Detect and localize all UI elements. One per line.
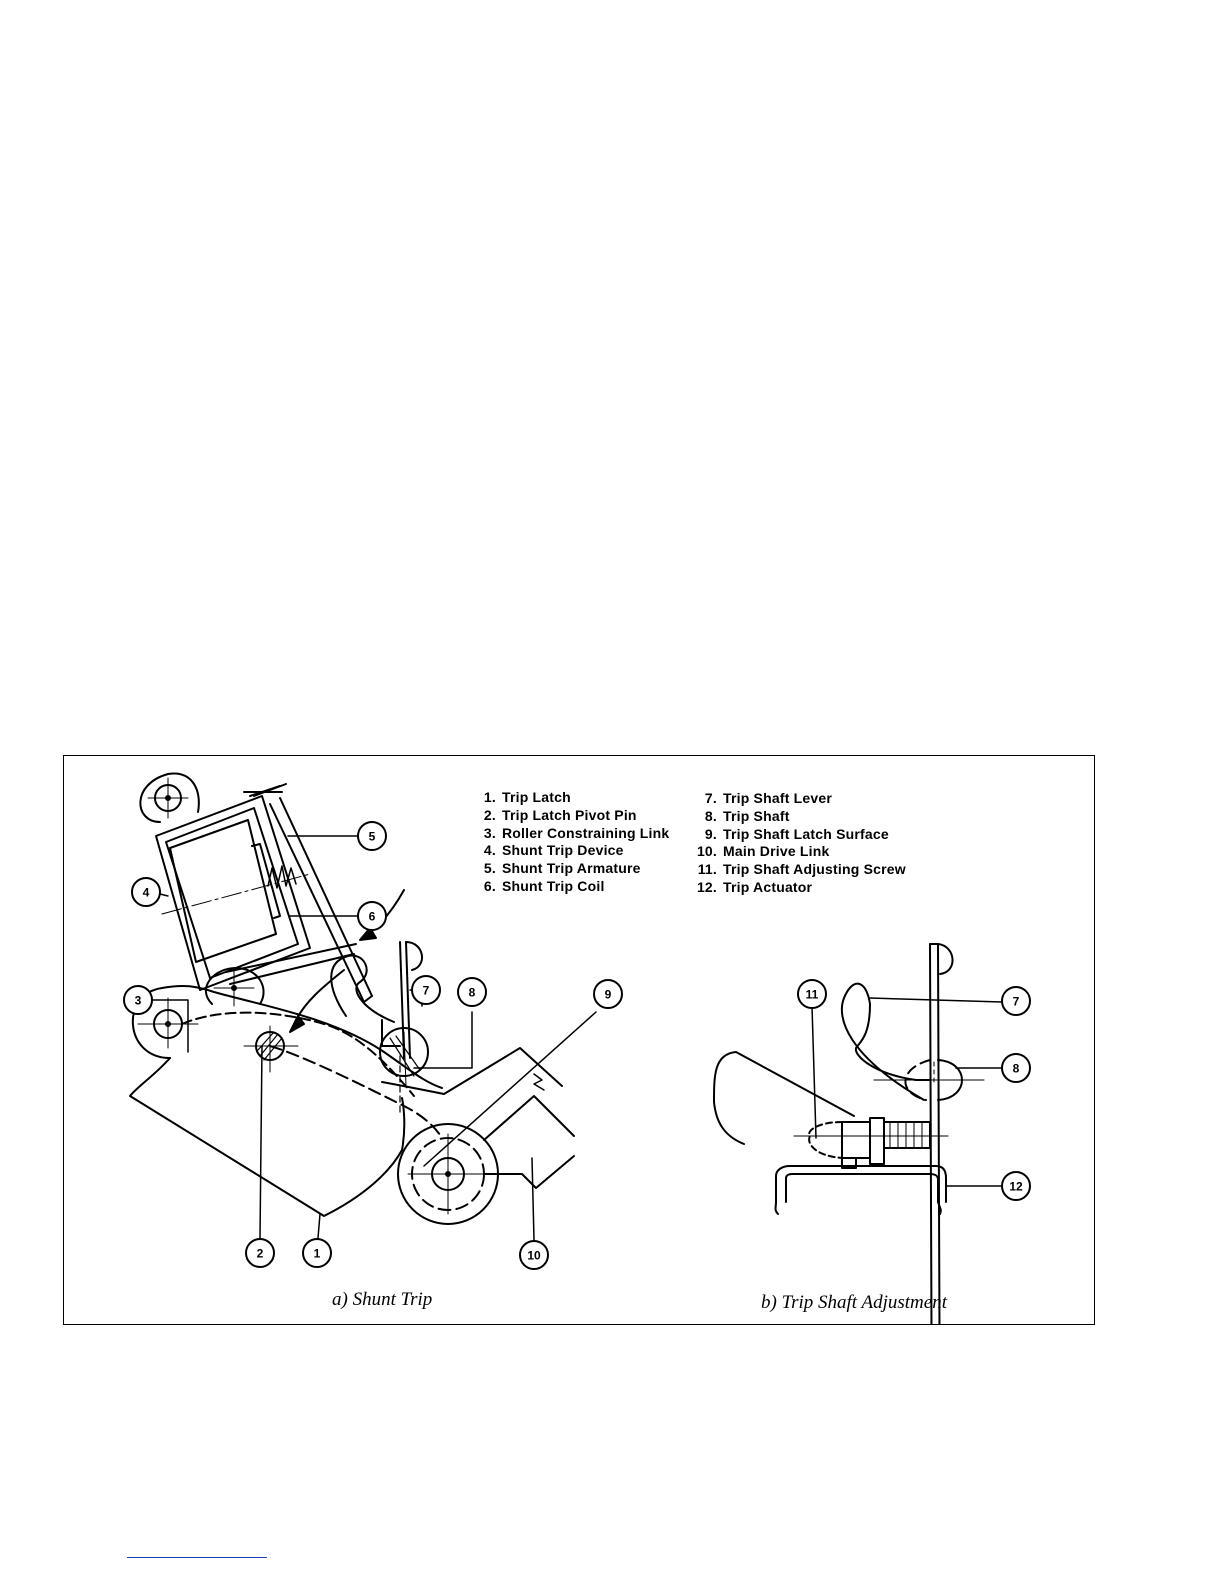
spring <box>267 865 297 889</box>
callout-1: 1 <box>302 1238 332 1268</box>
legend-label: Shunt Trip Coil <box>502 877 605 894</box>
upper-pivot-lug <box>139 772 200 823</box>
legend-label: Roller Constraining Link <box>502 824 670 841</box>
trip-shaft-latch-surface <box>381 1047 563 1095</box>
legend-num: 2. <box>483 806 496 823</box>
callout-12: 12 <box>1001 1171 1031 1201</box>
svg-text:4: 4 <box>143 886 150 900</box>
legend-label: Trip Shaft Lever <box>723 790 833 806</box>
legend-label: Shunt Trip Device <box>502 842 624 859</box>
legend-item: 9. Trip Shaft Latch Surface <box>687 826 906 844</box>
svg-text:5: 5 <box>369 830 376 844</box>
svg-text:2: 2 <box>257 1247 264 1261</box>
legend-num: 12. <box>696 878 717 895</box>
legend-item: 10. Main Drive Link <box>687 843 906 861</box>
legend-item: 12. Trip Actuator <box>687 879 906 897</box>
legend-item: 2. Trip Latch Pivot Pin <box>474 807 669 825</box>
svg-text:9: 9 <box>605 988 612 1002</box>
callout-7b: 7 <box>1001 986 1031 1016</box>
legend-label: Shunt Trip Armature <box>502 860 641 877</box>
footnote-rule <box>127 1557 267 1558</box>
break-mark <box>533 1073 545 1091</box>
callout-3: 3 <box>123 985 153 1015</box>
main-drive-roller <box>397 1095 575 1225</box>
adjustment-lever <box>713 1051 855 1145</box>
legend-num: 8. <box>704 807 717 824</box>
svg-text:8: 8 <box>469 986 476 1000</box>
trip-shaft-b <box>873 1059 985 1101</box>
callout-8a: 8 <box>457 977 487 1007</box>
shunt-trip-drawing <box>129 772 597 1241</box>
callout-bubbles: 1 2 3 4 5 6 7 <box>123 821 1031 1270</box>
legend-label: Trip Shaft Latch Surface <box>723 825 889 842</box>
leader-lines-b <box>811 997 1003 1187</box>
legend-item: 7. Trip Shaft Lever <box>687 790 906 808</box>
svg-text:10: 10 <box>527 1249 541 1263</box>
callout-10: 10 <box>519 1240 549 1270</box>
callout-4: 4 <box>131 877 161 907</box>
caption-trip-shaft-adjustment: b) Trip Shaft Adjustment <box>761 1292 947 1313</box>
legend-num: 6. <box>483 877 496 894</box>
legend-label: Trip Actuator <box>723 878 813 895</box>
legend-right: 7. Trip Shaft Lever 8. Trip Shaft 9. Trip S… <box>687 790 906 897</box>
callout-8b: 8 <box>1001 1053 1031 1083</box>
shunt-trip-armature <box>225 783 373 1003</box>
legend-item: 1. Trip Latch <box>474 789 669 807</box>
legend-label: Trip Shaft Adjusting Screw <box>723 861 906 878</box>
svg-text:7: 7 <box>423 984 430 998</box>
trip-actuator <box>774 1165 947 1215</box>
svg-text:3: 3 <box>135 994 142 1008</box>
legend-num: 10. <box>696 843 717 860</box>
legend-item: 3. Roller Constraining Link <box>474 825 669 843</box>
legend-num: 11. <box>697 861 717 878</box>
figure-frame: 1 2 3 4 5 6 7 <box>63 755 1095 1325</box>
legend-num: 4. <box>483 842 496 859</box>
svg-text:12: 12 <box>1009 1180 1023 1194</box>
legend-num: 3. <box>483 824 496 841</box>
legend-left: 1. Trip Latch 2. Trip Latch Pivot Pin 3. Ro… <box>474 789 669 896</box>
svg-text:8: 8 <box>1013 1062 1020 1076</box>
legend-item: 5. Shunt Trip Armature <box>474 860 669 878</box>
callout-7a: 7 <box>411 975 441 1005</box>
legend-num: 5. <box>483 860 496 877</box>
callout-9: 9 <box>593 979 623 1009</box>
svg-text:11: 11 <box>806 988 819 1002</box>
legend-num: 7. <box>704 790 717 806</box>
trip-latch <box>129 984 443 1217</box>
svg-text:7: 7 <box>1013 995 1020 1009</box>
legend-label: Trip Latch <box>502 789 571 805</box>
svg-text:1: 1 <box>314 1247 321 1261</box>
legend-item: 4. Shunt Trip Device <box>474 842 669 860</box>
legend-item: 8. Trip Shaft <box>687 808 906 826</box>
trip-shaft-adjustment-drawing <box>713 943 1003 1324</box>
mechanism-drawing: 1 2 3 4 5 6 7 <box>123 772 1031 1324</box>
callout-6: 6 <box>357 901 387 931</box>
legend-item: 11. Trip Shaft Adjusting Screw <box>687 861 906 879</box>
callout-5: 5 <box>357 821 387 851</box>
legend-num: 9. <box>704 825 717 842</box>
adjusting-screw <box>793 1117 949 1169</box>
rotation-arrows <box>289 889 405 1033</box>
legend-label: Main Drive Link <box>723 843 830 860</box>
drive-link-trace <box>269 1045 443 1139</box>
leader-lines-a <box>151 835 597 1241</box>
callout-2: 2 <box>245 1238 275 1268</box>
svg-text:6: 6 <box>369 910 376 924</box>
trip-latch-pivot-pin <box>243 1025 299 1073</box>
legend-item: 6. Shunt Trip Coil <box>474 878 669 896</box>
legend-label: Trip Latch Pivot Pin <box>502 806 637 823</box>
caption-shunt-trip: a) Shunt Trip <box>332 1289 433 1310</box>
legend-label: Trip Shaft <box>723 807 790 824</box>
lower-roller <box>205 967 265 1007</box>
legend-num: 1. <box>483 789 496 805</box>
trip-shaft <box>379 1027 429 1087</box>
callout-11: 11 <box>797 979 827 1009</box>
trip-shaft-lever-b <box>840 982 925 1101</box>
